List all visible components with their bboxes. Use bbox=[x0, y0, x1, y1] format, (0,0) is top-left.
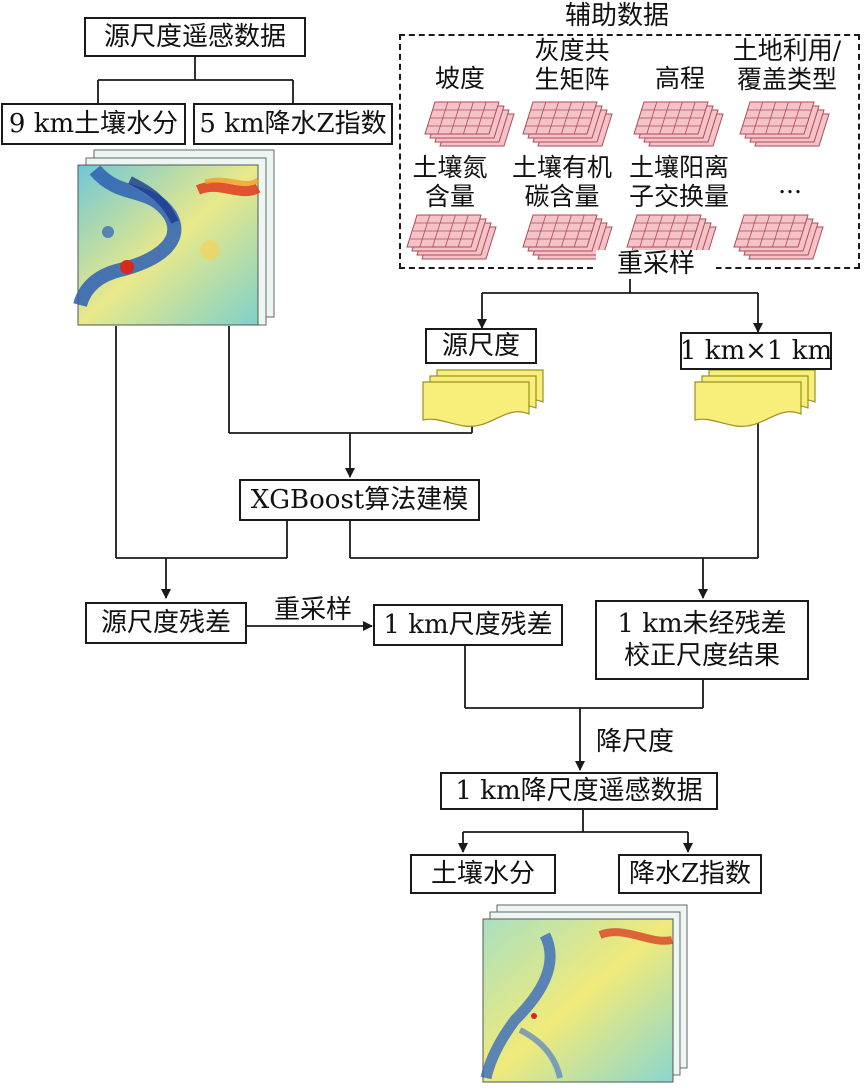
downscale-label: 降尺度 bbox=[595, 727, 674, 757]
sm-9km-label: 9 km土壤水分 bbox=[8, 109, 179, 139]
resample-top-label: 重采样 bbox=[596, 250, 716, 279]
sm-9km-box: 9 km土壤水分 bbox=[1, 103, 186, 145]
downscaled-data-box: 1 km降尺度遥感数据 bbox=[440, 772, 718, 810]
1km-doc-stack bbox=[694, 369, 816, 427]
source-scale-label: 源尺度 bbox=[441, 331, 520, 361]
residual-1km-box: 1 km尺度残差 bbox=[373, 604, 563, 646]
aux-label-glcm: 灰度共生矩阵 bbox=[534, 36, 610, 94]
out-pz-label: 降水Z指数 bbox=[628, 859, 752, 889]
aux-label-nitrogen: 土壤氮含量 bbox=[412, 153, 488, 211]
aux-label-landcover: 土地利用/覆盖类型 bbox=[732, 36, 842, 94]
downscaled-data-label: 1 km降尺度遥感数据 bbox=[455, 776, 703, 806]
aux-grid-icon-glcm bbox=[522, 101, 613, 147]
uncorrected-1km-label: 1 km未经残差校正尺度结果 bbox=[617, 609, 787, 671]
1km-box: 1 km×1 km bbox=[680, 332, 832, 370]
output-heatmap-stack bbox=[480, 904, 688, 1083]
pz-5km-box: 5 km降水Z指数 bbox=[193, 103, 393, 145]
input-heatmap-stack bbox=[73, 149, 275, 326]
1km-label: 1 km×1 km bbox=[679, 336, 833, 366]
aux-label-more: ... bbox=[778, 170, 802, 199]
resample-mid-label: 重采样 bbox=[273, 595, 352, 625]
output-heatmap bbox=[482, 918, 674, 1083]
xgboost-label: XGBoost算法建模 bbox=[250, 485, 469, 515]
aux-label-cec: 土壤阳离子交换量 bbox=[628, 153, 729, 211]
aux-grid-icon-slope bbox=[424, 101, 515, 147]
out-sm-label: 土壤水分 bbox=[430, 859, 535, 889]
aux-grid-icon-landcover bbox=[739, 101, 830, 147]
xgboost-box: XGBoost算法建模 bbox=[239, 479, 480, 521]
residual-1km-label: 1 km尺度残差 bbox=[383, 610, 553, 640]
aux-label-elevation: 高程 bbox=[654, 64, 705, 93]
aux-grid-icon-more bbox=[733, 214, 824, 260]
uncorrected-1km-box: 1 km未经残差校正尺度结果 bbox=[595, 600, 809, 680]
source-scale-box: 源尺度 bbox=[425, 328, 537, 364]
source-data-box: 源尺度遥感数据 bbox=[84, 17, 306, 57]
source-data-label: 源尺度遥感数据 bbox=[103, 22, 286, 52]
out-sm-box: 土壤水分 bbox=[410, 854, 556, 894]
out-pz-box: 降水Z指数 bbox=[618, 854, 762, 894]
aux-label-slope: 坡度 bbox=[434, 64, 485, 93]
aux-title: 辅助数据 bbox=[564, 1, 669, 31]
source-residual-label: 源尺度残差 bbox=[100, 608, 231, 638]
source-residual-box: 源尺度残差 bbox=[85, 602, 247, 644]
aux-grid-icon-elevation bbox=[633, 101, 724, 147]
pz-5km-label: 5 km降水Z指数 bbox=[199, 109, 387, 139]
aux-label-soc: 土壤有机碳含量 bbox=[511, 153, 612, 211]
source-scale-doc-stack bbox=[422, 369, 544, 427]
aux-grid-icon-nitrogen bbox=[406, 214, 497, 260]
